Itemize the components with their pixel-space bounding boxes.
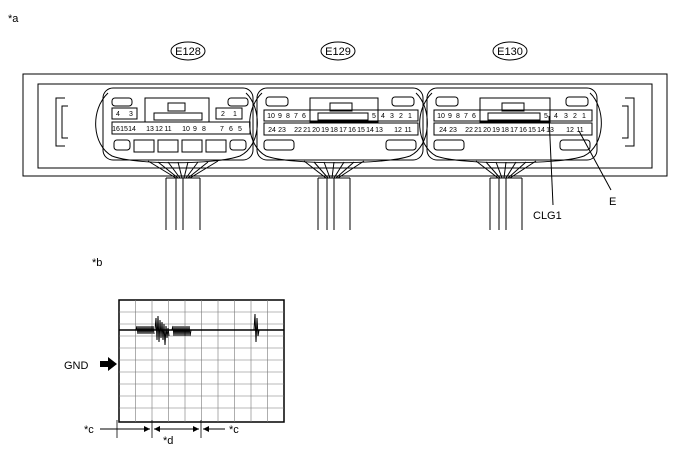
pin-label: 24 [268, 127, 276, 134]
pin-label: 7 [220, 126, 224, 133]
pin-label: 11 [576, 127, 583, 134]
e129-pin-row-2: 24 23 22 21 20 19 18 17 16 15 14 13 12 1… [268, 127, 412, 134]
pin-label: 13 [375, 127, 383, 134]
c-left-label: *c [84, 424, 94, 436]
connector-e129 [249, 87, 428, 164]
pin-label: 19 [321, 127, 329, 134]
pin-label: 22 [294, 127, 302, 134]
pin-label: 15 [357, 127, 365, 134]
pin-label: 15 [120, 126, 128, 133]
pin-label: 23 [449, 127, 457, 134]
pin-label: 20 [312, 127, 320, 134]
pin-label: 4 [381, 113, 385, 120]
pin-label: 14 [537, 127, 545, 134]
clg1-callout: CLG1 [533, 115, 562, 222]
connector-e130 [419, 87, 602, 164]
gnd-arrow-icon [100, 357, 117, 371]
pin-label: 4 [116, 111, 120, 118]
pin-label: 1 [233, 111, 237, 118]
pin-label: 18 [501, 127, 509, 134]
e129-pin-row-1: 10 9 8 7 6 5 4 3 2 1 [267, 113, 412, 120]
part-b-label: *b [92, 257, 102, 269]
svg-text:E129: E129 [325, 46, 351, 58]
pin-label: 12 [394, 127, 402, 134]
pin-label: 23 [278, 127, 286, 134]
pin-label: 11 [164, 126, 171, 133]
connector-id-e129: E129 [320, 41, 356, 61]
e130-pin-row-2: 24 23 22 21 20 19 18 17 16 15 14 13 12 1… [439, 127, 584, 134]
pin-label: 6 [229, 126, 233, 133]
pin-label: 5 [544, 113, 548, 120]
gnd-indicator: GND [64, 357, 117, 372]
pin-label: 6 [302, 113, 306, 120]
pin-label: 3 [390, 113, 394, 120]
pin-label: 22 [465, 127, 473, 134]
pin-label: 17 [339, 127, 347, 134]
c-right-label: *c [229, 424, 239, 436]
d-label: *d [163, 435, 173, 447]
e-terminal-callout: E [578, 130, 616, 208]
pin-label: 1 [408, 113, 412, 120]
pin-label: 17 [510, 127, 518, 134]
pin-label: 16 [348, 127, 356, 134]
signal-waveform [119, 313, 284, 346]
pin-label: 2 [399, 113, 403, 120]
pin-label: 9 [448, 113, 452, 120]
pin-label: 13 [146, 126, 154, 133]
e128-pin-row-2: 16 15 14 13 12 11 10 9 8 7 6 5 [112, 126, 242, 133]
pin-label: 7 [464, 113, 468, 120]
pin-label: 6 [472, 113, 476, 120]
pin-label: 16 [519, 127, 527, 134]
pin-label: 4 [554, 113, 558, 120]
svg-text:GND: GND [64, 360, 89, 372]
e128-pin-row-1: 4 3 2 1 [116, 111, 237, 118]
pin-label: 21 [474, 127, 482, 134]
pin-label: 2 [221, 111, 225, 118]
part-a-label: *a [8, 13, 19, 25]
pin-label: 7 [294, 113, 298, 120]
pin-label: 10 [437, 113, 445, 120]
pin-label: 1 [582, 113, 586, 120]
wire-harness-e130 [475, 160, 537, 230]
ecu-housing [22, 73, 668, 177]
pin-label: 9 [278, 113, 282, 120]
pin-label: 11 [404, 127, 411, 134]
pin-label: 10 [182, 126, 190, 133]
pin-label: 12 [566, 127, 574, 134]
pin-label: 8 [456, 113, 460, 120]
pin-label: 15 [528, 127, 536, 134]
svg-text:E128: E128 [175, 46, 201, 58]
pin-label: 3 [564, 113, 568, 120]
connector-id-e128: E128 [170, 41, 206, 61]
pin-label: 5 [238, 126, 242, 133]
e130-pin-row-1: 10 9 8 7 6 5 4 3 2 1 [437, 113, 586, 120]
pin-label: 3 [129, 111, 133, 118]
svg-text:CLG1: CLG1 [533, 210, 562, 222]
pin-label: 20 [483, 127, 491, 134]
pin-label: 5 [372, 113, 376, 120]
pin-label: 14 [366, 127, 374, 134]
pin-label: 19 [492, 127, 500, 134]
svg-text:E130: E130 [497, 46, 523, 58]
pin-label: 24 [439, 127, 447, 134]
pin-label: 8 [286, 113, 290, 120]
pin-label: 16 [112, 126, 120, 133]
pin-label: 9 [193, 126, 197, 133]
wire-harness-e129 [303, 160, 365, 230]
oscilloscope-screen [118, 299, 285, 423]
pin-label: 12 [155, 126, 163, 133]
pin-label: 10 [267, 113, 275, 120]
svg-text:E: E [609, 196, 616, 208]
pin-label: 8 [202, 126, 206, 133]
time-span-annotation [100, 420, 225, 438]
wire-harness-e128 [147, 160, 219, 230]
pin-label: 2 [573, 113, 577, 120]
pin-label: 14 [128, 126, 136, 133]
pin-label: 18 [330, 127, 338, 134]
connector-id-e130: E130 [492, 41, 528, 61]
pin-label: 21 [303, 127, 311, 134]
